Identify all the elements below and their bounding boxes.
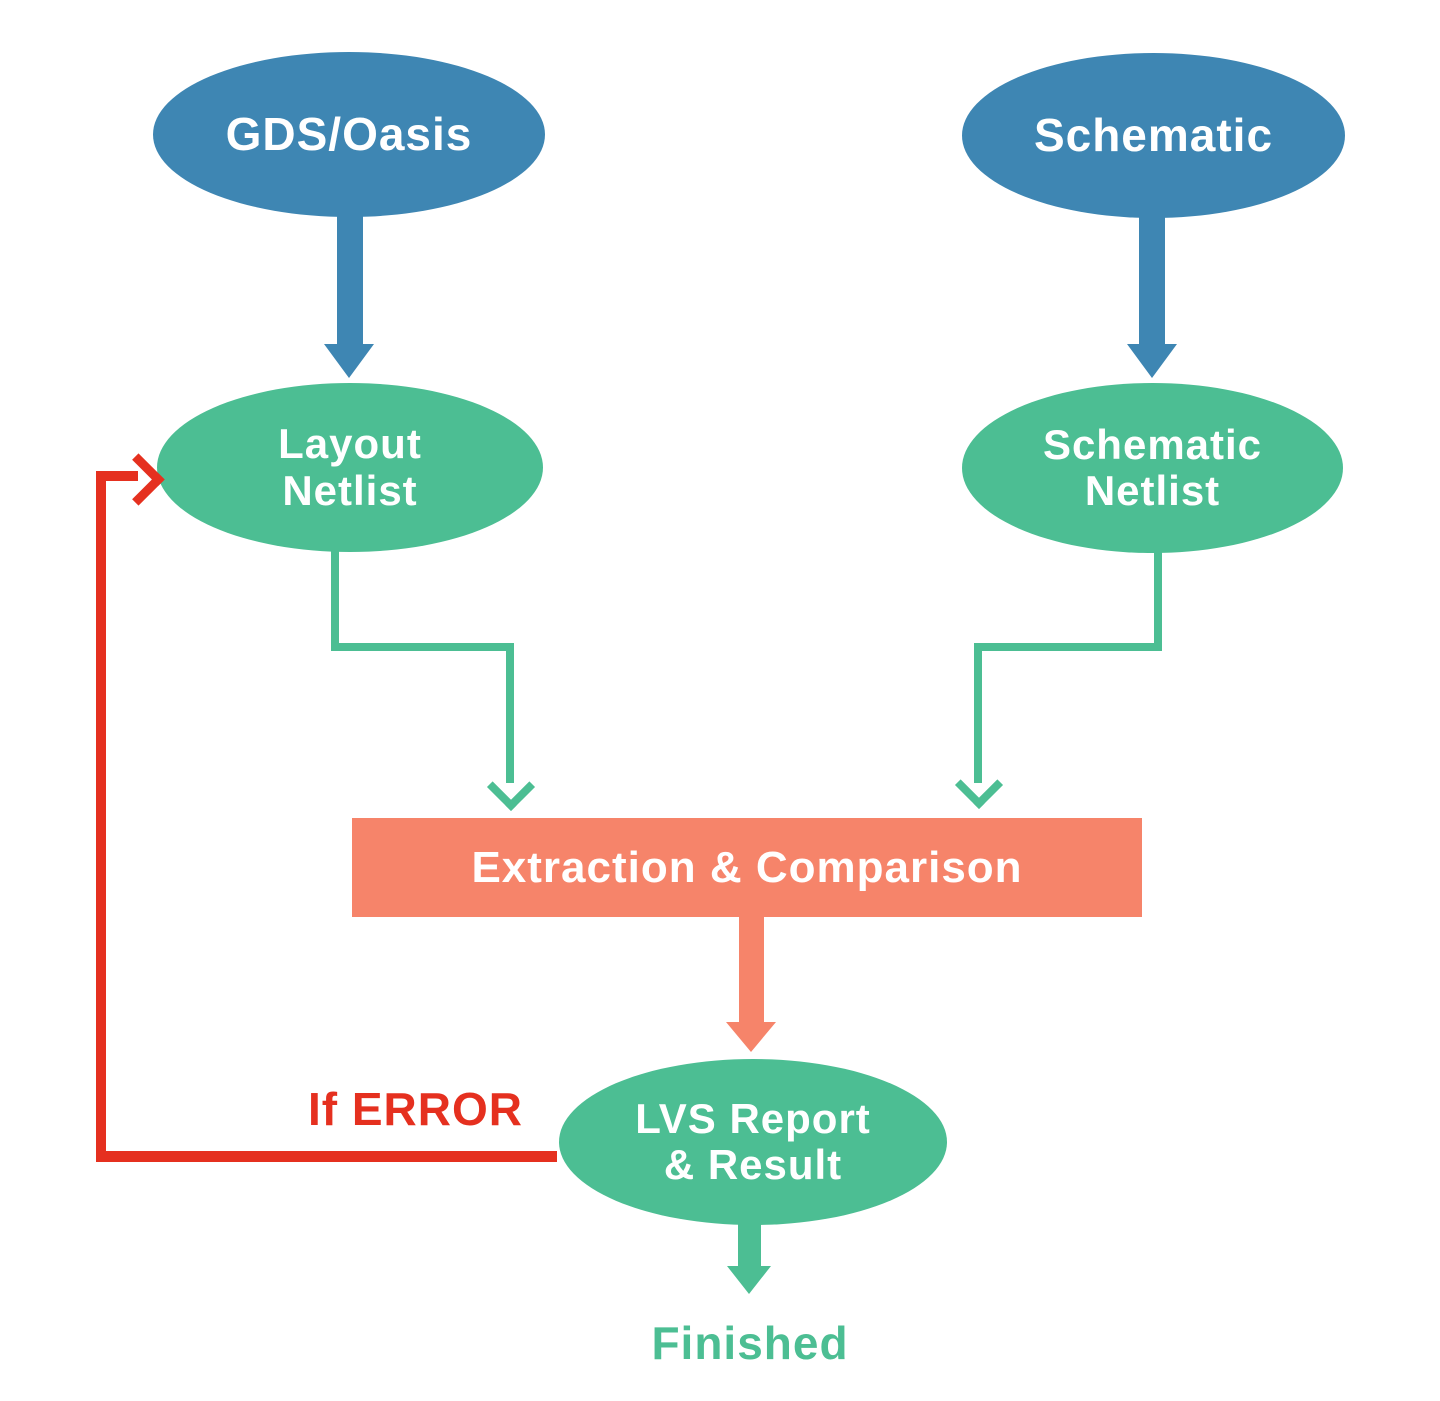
edge-gds-to-layoutnetlist-shaft [337, 214, 363, 346]
edge-error-loop-segment-bottom [96, 1151, 557, 1162]
edge-error-loop-segment-vertical [96, 471, 106, 1162]
node-schematic: Schematic [962, 53, 1345, 218]
node-gds-oasis-label: GDS/Oasis [225, 108, 473, 161]
node-gds-oasis: GDS/Oasis [153, 52, 545, 217]
edge-schemnetlist-to-extraction-segment-v2 [974, 643, 982, 783]
node-lvs-report-label-line1: LVS Report [635, 1094, 871, 1142]
node-extraction-comparison: Extraction & Comparison [352, 818, 1142, 917]
node-layout-netlist-label-line2: Netlist [282, 466, 418, 514]
node-layout-netlist-label-line1: Layout [278, 420, 422, 468]
node-schematic-netlist-label-line2: Netlist [1084, 467, 1221, 514]
edge-extraction-to-lvsreport-arrowhead-icon [726, 1022, 776, 1052]
node-schematic-netlist: Schematic Netlist [962, 383, 1343, 553]
edge-layoutnetlist-to-extraction-segment-v1 [331, 548, 339, 647]
node-lvs-report: LVS Report & Result [559, 1059, 947, 1225]
if-error-label: If ERROR [308, 1083, 523, 1135]
edge-schematic-to-schemnetlist-shaft [1139, 215, 1165, 346]
node-schematic-netlist-label-line1: Schematic [1042, 420, 1263, 468]
edge-extraction-to-lvsreport-shaft [739, 915, 764, 1025]
node-layout-netlist: Layout Netlist [157, 383, 543, 552]
edge-error-loop-segment-top [100, 471, 138, 481]
edge-gds-to-layoutnetlist-arrowhead-icon [324, 344, 374, 378]
edge-lvsreport-to-finished-arrowhead-icon [727, 1266, 771, 1294]
edge-lvsreport-to-finished-shaft [738, 1220, 761, 1270]
finished-label: Finished [651, 1317, 849, 1369]
edge-schemnetlist-to-extraction-segment-v1 [1154, 549, 1162, 647]
node-extraction-comparison-label: Extraction & Comparison [471, 842, 1023, 892]
edge-layoutnetlist-to-extraction-segment-h [331, 643, 514, 651]
node-schematic-label: Schematic [1033, 109, 1274, 162]
node-lvs-report-label-line2: & Result [663, 1141, 843, 1188]
edge-layoutnetlist-to-extraction-arrowhead-icon [486, 762, 536, 812]
edge-layoutnetlist-to-extraction-segment-v2 [506, 643, 514, 783]
edge-schemnetlist-to-extraction-arrowhead-icon [954, 760, 1004, 810]
edge-schemnetlist-to-extraction-segment-h [974, 643, 1162, 651]
edge-schematic-to-schemnetlist-arrowhead-icon [1127, 344, 1177, 378]
